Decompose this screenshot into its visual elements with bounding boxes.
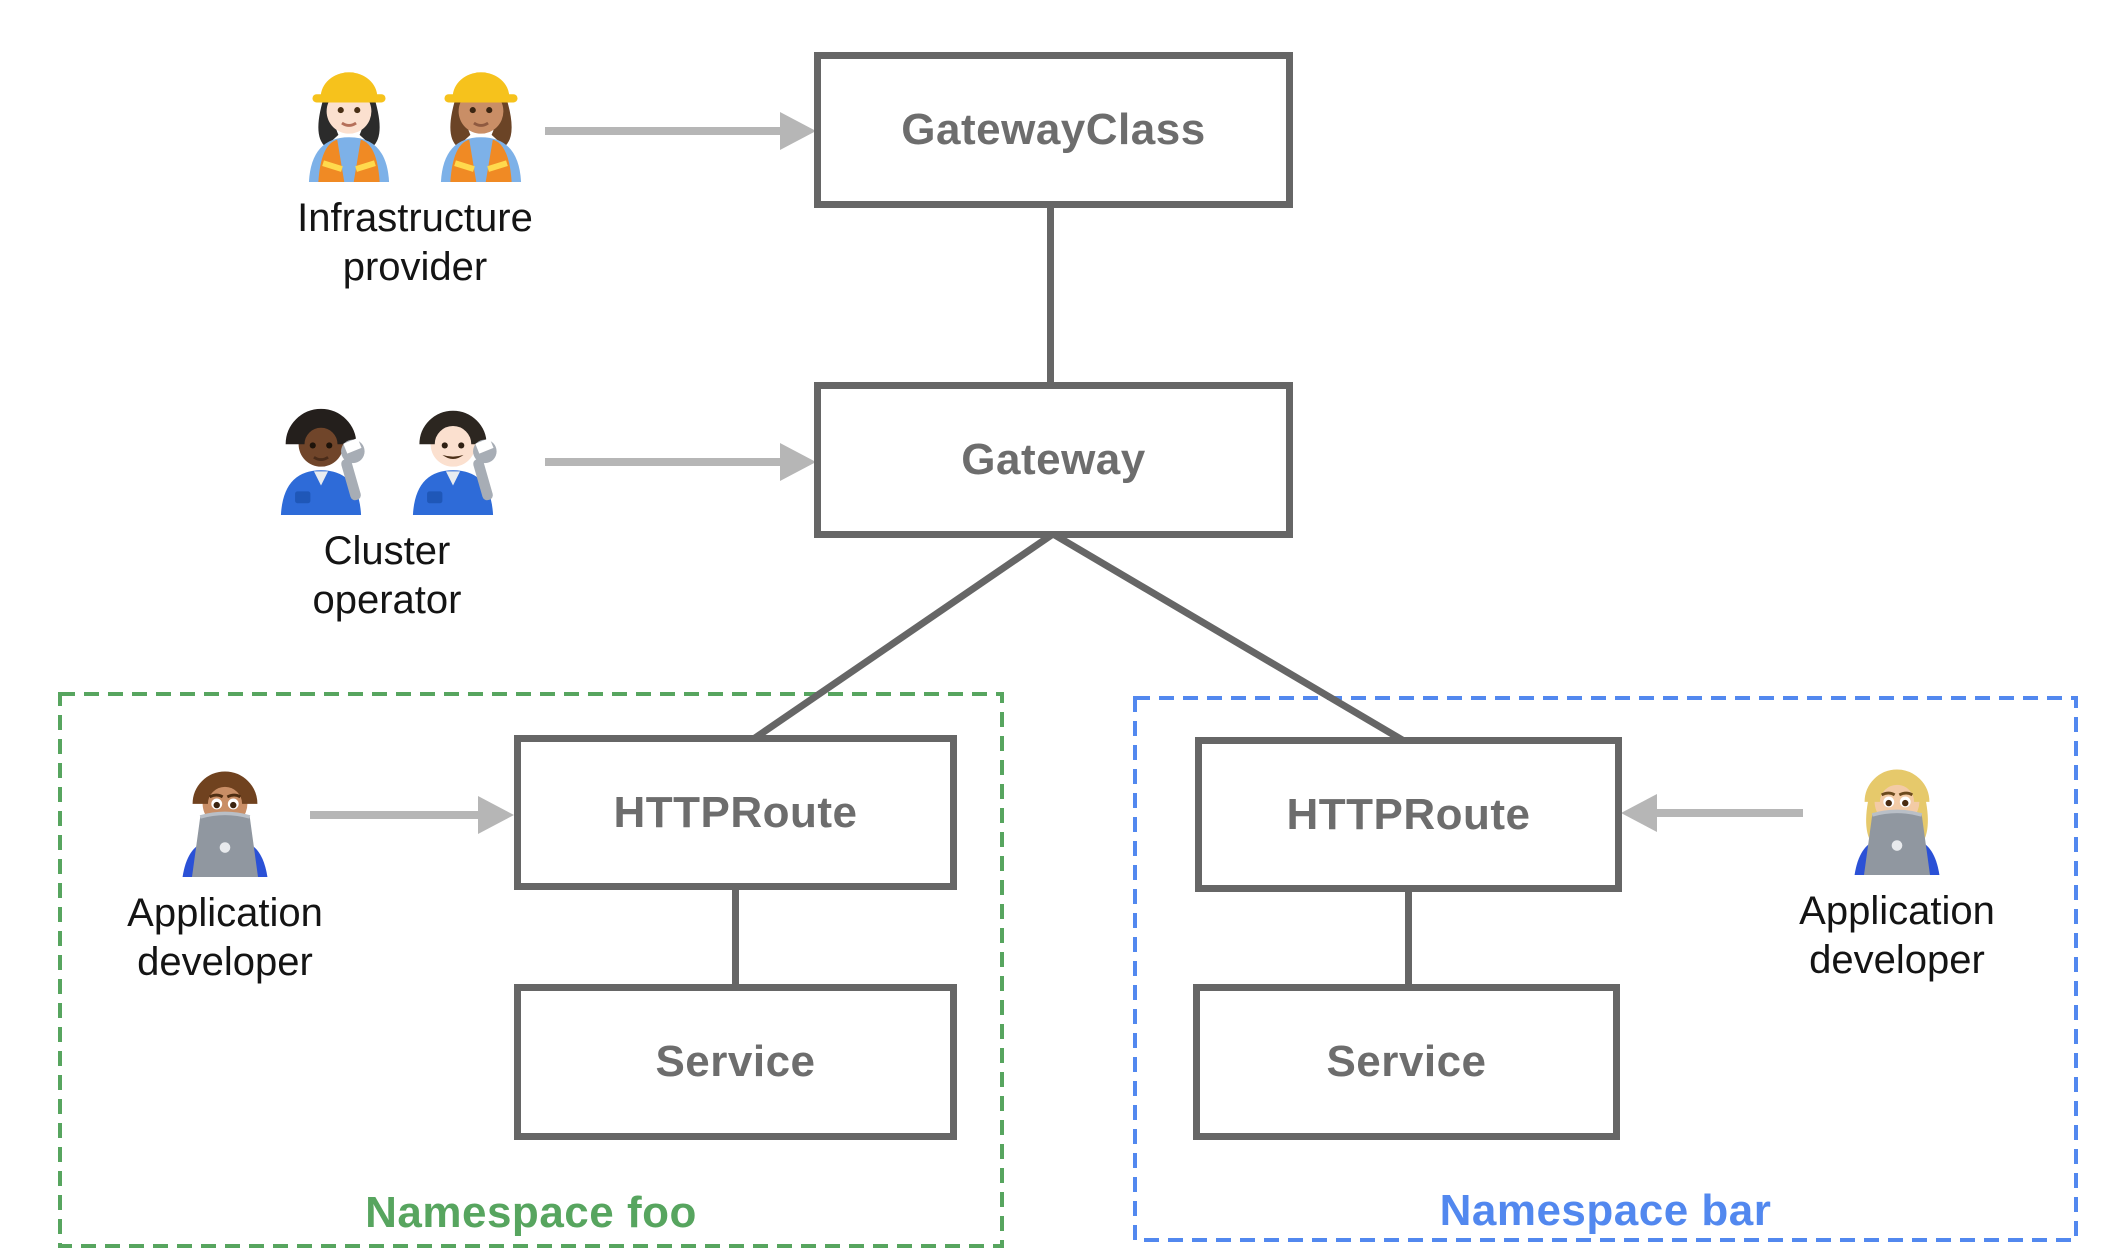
cluster-operator-label-line1: Cluster <box>323 529 451 573</box>
app-developer-bar-label-line2: developer <box>1809 937 1985 982</box>
edge-gateway-httproute-bar <box>1051 530 1406 745</box>
persona-infrastructure-provider: Infrastructure provider <box>190 50 640 292</box>
infrastructure-provider-label-line1: Infrastructure <box>297 196 533 240</box>
node-httproute-foo-label: HTTPRoute <box>613 787 858 837</box>
node-gateway: Gateway <box>814 382 1293 538</box>
namespace-foo-box <box>58 692 1004 1248</box>
arrow-cluster-to-gateway <box>545 443 816 481</box>
persona-arrows <box>310 112 1803 834</box>
namespace-bar-label: Namespace bar <box>1439 1186 1772 1235</box>
node-service-foo: Service <box>514 984 957 1140</box>
app-developer-bar-label-line1: Application <box>1799 889 1995 933</box>
node-service-bar: Service <box>1193 984 1620 1140</box>
app-developer-bar-icons <box>1838 743 1956 875</box>
node-httproute-foo: HTTPRoute <box>514 735 957 890</box>
node-gatewayclass-label: GatewayClass <box>901 105 1206 154</box>
node-service-foo-label: Service <box>655 1037 816 1086</box>
cluster-operator-label-line2: operator <box>312 577 462 622</box>
node-gatewayclass: GatewayClass <box>814 52 1293 208</box>
edge-gateway-httproute-foo <box>750 531 1055 743</box>
person-mechanic-dark-icon <box>280 408 365 515</box>
app-developer-foo-icons <box>166 745 284 877</box>
infrastructure-provider-label-line2: provider <box>342 244 488 289</box>
namespace-foo-label: Namespace foo <box>365 1188 697 1237</box>
woman-construction-worker-medium-icon <box>440 72 522 182</box>
app-developer-foo-label-line2: developer <box>137 939 313 984</box>
node-httproute-bar-label: HTTPRoute <box>1286 789 1531 839</box>
persona-app-developer-bar: Application developer <box>1692 743 2102 985</box>
relationship-lines <box>732 204 1412 990</box>
infrastructure-provider-label: Infrastructure provider <box>297 194 533 292</box>
infrastructure-provider-icons <box>290 50 540 182</box>
node-gateway-label: Gateway <box>961 435 1146 484</box>
man-mechanic-light-icon <box>412 410 497 515</box>
man-technologist-icon <box>182 771 268 877</box>
arrow-developer-to-httproute-foo <box>310 796 514 834</box>
app-developer-bar-label: Application developer <box>1799 887 1995 985</box>
arrow-developer-to-httproute-bar <box>1621 794 1803 832</box>
node-httproute-bar: HTTPRoute <box>1195 737 1622 892</box>
cluster-operator-label: Cluster operator <box>313 527 462 625</box>
woman-construction-worker-light-icon <box>308 72 390 182</box>
woman-technologist-icon <box>1854 769 1940 875</box>
cluster-operator-icons <box>262 383 512 515</box>
persona-cluster-operator: Cluster operator <box>162 383 612 625</box>
arrow-infrastructure-to-gatewayclass <box>545 112 816 150</box>
persona-app-developer-foo: Application developer <box>20 745 430 987</box>
namespace-bar-box <box>1133 696 2078 1242</box>
app-developer-foo-label: Application developer <box>127 889 323 987</box>
node-service-bar-label: Service <box>1326 1037 1487 1086</box>
app-developer-foo-label-line1: Application <box>127 891 323 935</box>
